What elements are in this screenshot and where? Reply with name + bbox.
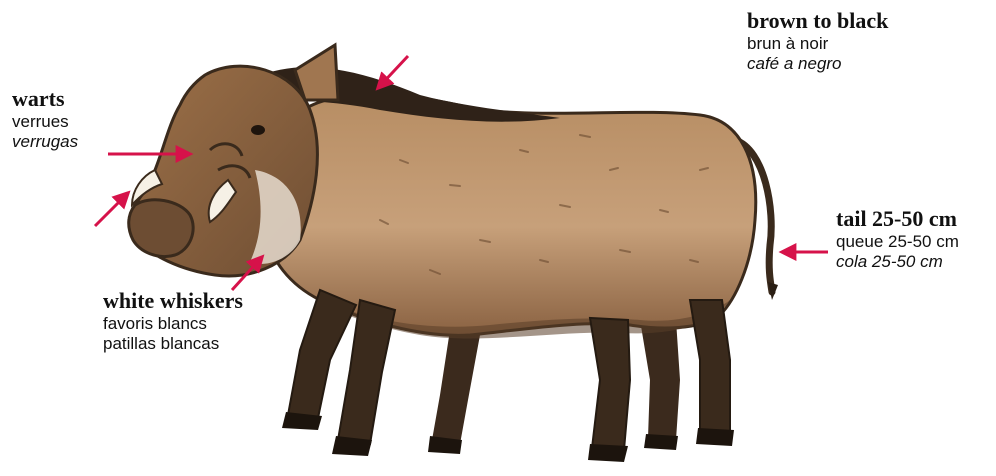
whiskers-label-fr: favoris blancs [103,314,243,334]
color-label-en: brown to black [747,8,888,34]
tail-label-es: cola 25-50 cm [836,252,959,272]
eye [251,125,265,135]
warts-label-es: verrugas [12,132,78,152]
warts-label-fr: verrues [12,112,78,132]
warts-label-en: warts [12,86,78,112]
whiskers-label: white whiskers favoris blancs patillas b… [103,288,243,354]
whiskers-label-es: patillas blancas [103,334,243,354]
snout [129,200,193,257]
warts-label: warts verrues verrugas [12,86,78,152]
whiskers-label-en: white whiskers [103,288,243,314]
tail-label-fr: queue 25-50 cm [836,232,959,252]
tail-label-en: tail 25-50 cm [836,206,959,232]
arrow-color [378,56,408,88]
ear [295,45,338,100]
tail-label: tail 25-50 cm queue 25-50 cm cola 25-50 … [836,206,959,272]
far-legs [432,320,680,444]
arrow-tusk [95,193,128,226]
color-label-es: café a negro [747,54,888,74]
color-label: brown to black brun à noir café a negro [747,8,888,74]
color-label-fr: brun à noir [747,34,888,54]
